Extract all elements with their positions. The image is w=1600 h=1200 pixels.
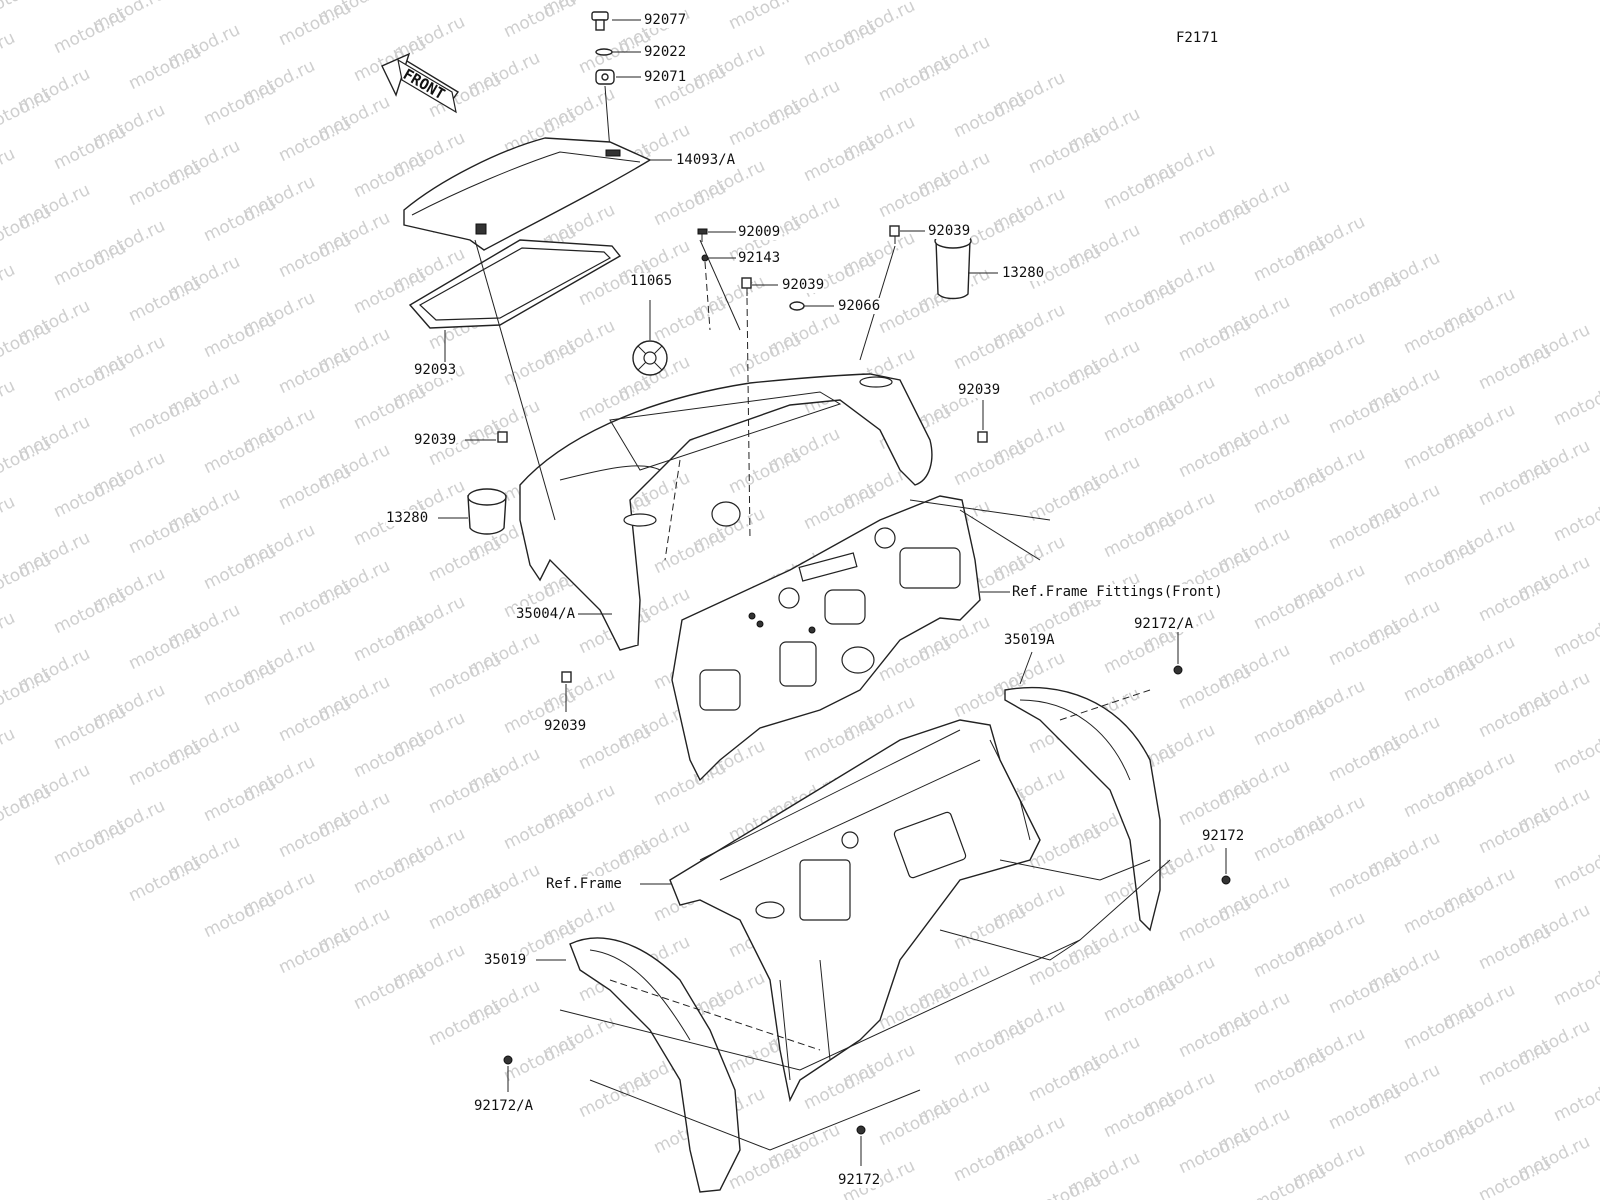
ref-frame-fittings-label[interactable]: Ref.Frame Fittings(Front) [1012, 584, 1223, 600]
upper-dash-cover-35004A [519, 373, 933, 651]
dashboard-panel [671, 495, 981, 782]
callout-92172A-right[interactable]: 92172/A [1134, 616, 1194, 632]
callout-92143[interactable]: 92143 [738, 250, 781, 266]
clip-92039-top-right-icon [889, 225, 900, 244]
leader-lines [438, 19, 1227, 1166]
clip-92039-bottom-left-icon [561, 671, 572, 683]
screw-92172-bottom-icon [856, 1125, 866, 1135]
callout-92039-top-right[interactable]: 92039 [928, 223, 971, 239]
frame-structure [669, 719, 1041, 1103]
callout-92039-mid[interactable]: 92039 [782, 277, 825, 293]
callout-92039-bottom-left[interactable]: 92039 [544, 718, 587, 734]
callout-14093A[interactable]: 14093/A [676, 152, 736, 168]
ref-frame-label[interactable]: Ref.Frame [546, 876, 622, 892]
callout-92172-right[interactable]: 92172 [1202, 828, 1245, 844]
washer-92022-icon [595, 48, 613, 56]
screw-92172A-right-icon [1173, 665, 1183, 675]
clip-92077-icon [591, 11, 609, 31]
callout-92093[interactable]: 92093 [414, 362, 457, 378]
fender-35019A [1004, 686, 1161, 932]
callout-92077[interactable]: 92077 [644, 12, 687, 28]
clip-92039-right-icon [977, 431, 988, 443]
callout-92039-right[interactable]: 92039 [958, 382, 1001, 398]
cup-holder-13280-right [934, 233, 972, 300]
storage-lid-14093A [403, 137, 652, 251]
callout-92022[interactable]: 92022 [644, 44, 687, 60]
callout-92071[interactable]: 92071 [644, 69, 687, 85]
callout-92172-bottom[interactable]: 92172 [838, 1172, 881, 1188]
callout-92009[interactable]: 92009 [738, 224, 781, 240]
dashed-guides [609, 261, 1151, 1051]
callout-92066[interactable]: 92066 [838, 298, 881, 314]
screw-92172-right-icon [1221, 875, 1231, 885]
grommet-92066-icon [789, 301, 805, 311]
callout-92039-left[interactable]: 92039 [414, 432, 457, 448]
screw-92172A-left-icon [503, 1055, 513, 1065]
cap-11065 [632, 340, 668, 376]
callout-35004A[interactable]: 35004/A [516, 606, 576, 622]
callout-92172A-left[interactable]: 92172/A [474, 1098, 534, 1114]
callout-35019[interactable]: 35019 [484, 952, 527, 968]
callout-11065[interactable]: 11065 [630, 273, 673, 289]
callout-35019A[interactable]: 35019A [1004, 632, 1055, 648]
callout-13280-right[interactable]: 13280 [1002, 265, 1045, 281]
figure-id: F2171 [1176, 30, 1219, 46]
nut-92071-icon [595, 69, 615, 85]
callout-13280-left[interactable]: 13280 [386, 510, 429, 526]
fender-35019 [569, 937, 741, 1193]
front-arrow-icon: FRONT [381, 52, 460, 114]
screw-92009-icon [697, 228, 708, 242]
ground-planes [559, 859, 1171, 1151]
cup-holder-13280-left [467, 488, 507, 535]
clip-92039-left-icon [497, 431, 508, 443]
lid-gasket-92093 [408, 239, 622, 329]
clip-92039-mid-icon [741, 277, 752, 296]
